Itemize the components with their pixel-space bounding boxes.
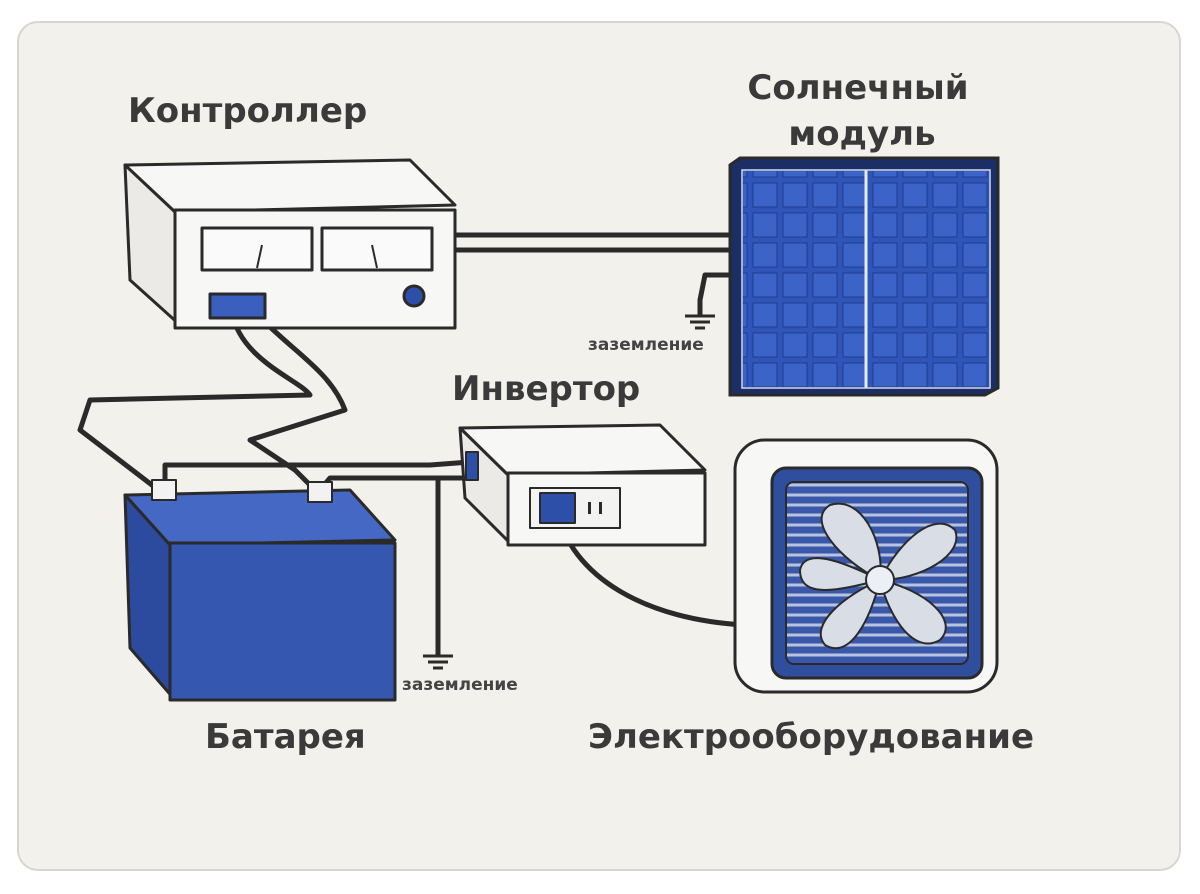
- label-ground-bottom: заземление: [402, 675, 518, 695]
- label-controller: Контроллер: [128, 91, 367, 131]
- wire-controller-battery-a: [77, 309, 313, 498]
- label-battery: Батарея: [205, 717, 366, 757]
- inverter-box: [458, 423, 707, 547]
- ground-symbol-top: [685, 314, 715, 330]
- solar-module: [728, 156, 1000, 397]
- battery-terminal-left: [151, 479, 177, 501]
- controller-box: [123, 158, 457, 330]
- controller-meter-left: [200, 226, 314, 272]
- fan-equipment: [733, 438, 999, 694]
- inverter-plug: [539, 492, 576, 524]
- fan-blades: [798, 502, 958, 650]
- battery-terminal-right: [307, 481, 333, 503]
- label-solar-line2: модуль: [788, 114, 935, 154]
- label-ground-top: заземление: [588, 335, 704, 355]
- controller-port: [208, 292, 267, 320]
- ground-symbol-bottom: [423, 654, 453, 670]
- controller-meter-right: [320, 226, 434, 272]
- wire-solar-ground: [697, 272, 748, 318]
- controller-knob: [402, 284, 426, 308]
- label-equipment: Электрооборудование: [588, 717, 1034, 757]
- fan-hub: [865, 565, 895, 595]
- battery: [123, 479, 397, 702]
- wire-battery-inverter-a: [162, 459, 473, 493]
- inverter-terminals: [465, 451, 479, 481]
- label-solar-line1: Солнечный: [747, 68, 968, 108]
- label-inverter: Инвертор: [452, 369, 640, 409]
